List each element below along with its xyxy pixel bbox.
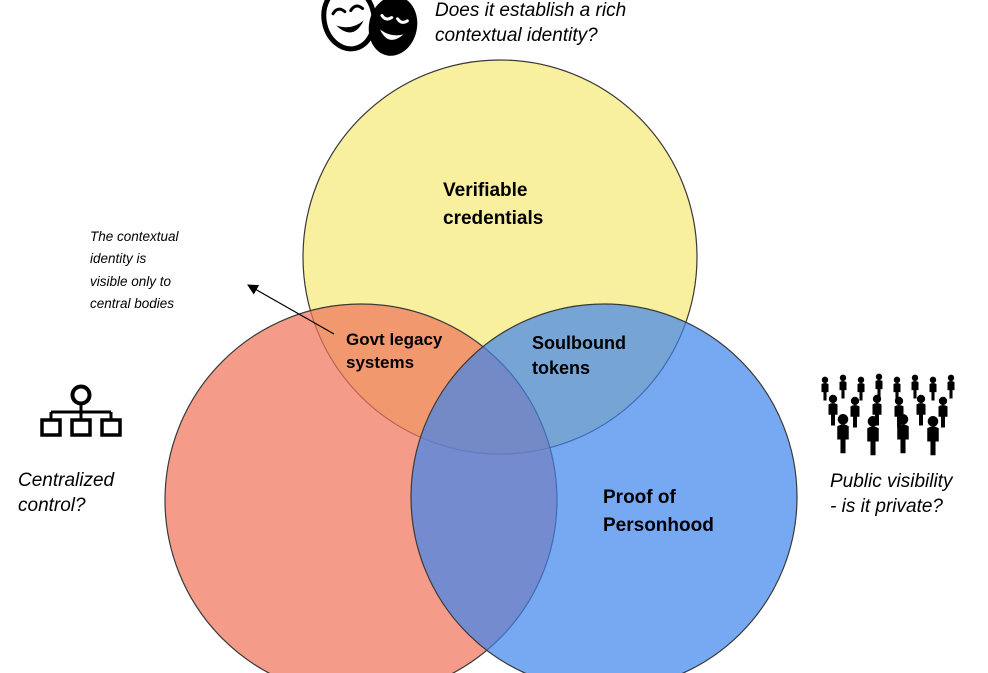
second-mask	[368, 0, 418, 56]
proof-of-personhood-label: Proof of Personhood	[603, 487, 714, 536]
org-hierarchy-icon	[40, 384, 122, 437]
verifiable-credentials-label: Verifiable credentials	[443, 180, 544, 229]
annotation-arrow	[247, 284, 335, 335]
theater-masks-icon	[321, 0, 418, 56]
left-question: Centralized control?	[18, 470, 115, 517]
soulbound-tokens-label: Soulbound tokens	[532, 333, 626, 379]
comedy-mask	[321, 0, 377, 52]
venn-circle-proof-of-personhood	[410, 303, 798, 673]
govt-legacy-systems-label: Govt legacy systems	[346, 330, 443, 372]
top-question: Does it establish a rich contextual iden…	[435, 0, 627, 47]
annotation-note: The contextual identity is visible only …	[90, 229, 179, 312]
crowd-icon	[821, 373, 955, 456]
right-question: Public visibility - is it private?	[830, 471, 953, 518]
crowd-figures	[821, 373, 955, 456]
